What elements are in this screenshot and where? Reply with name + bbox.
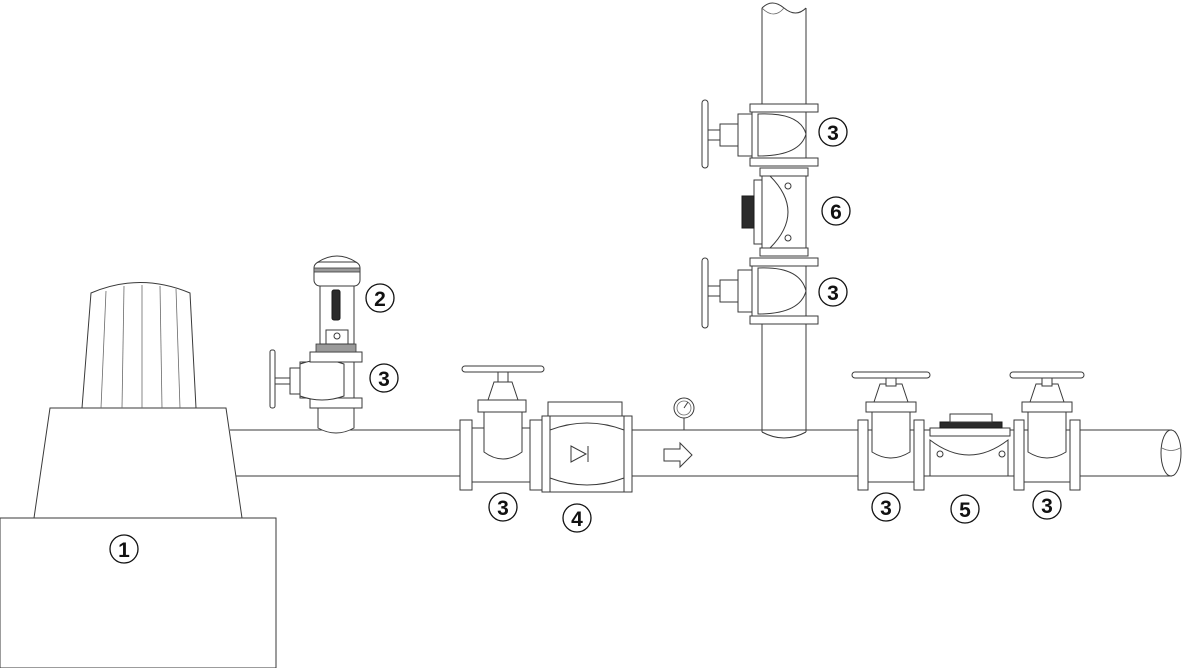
callout-3-riser-bottom: 3 xyxy=(818,277,848,307)
pump-unit xyxy=(0,282,277,668)
callout-3-right-2-label: 3 xyxy=(1041,495,1053,518)
callout-3-riser-bottom-label: 3 xyxy=(827,282,839,305)
callout-2: 2 xyxy=(365,283,395,313)
callout-3-main-left: 3 xyxy=(488,492,518,522)
callout-3-riser-top-label: 3 xyxy=(827,122,839,145)
callout-3-right-1-label: 3 xyxy=(880,497,892,520)
meter-assembly xyxy=(923,413,1015,477)
gate-valve-right-1 xyxy=(851,371,931,491)
flow-direction-arrow-icon xyxy=(663,441,693,469)
callout-3-right-1: 3 xyxy=(871,492,901,522)
gate-valve-right-2 xyxy=(1009,371,1085,491)
callout-3-right-2: 3 xyxy=(1032,490,1062,520)
gate-valve-main-left xyxy=(459,365,545,491)
callout-3-riser-top: 3 xyxy=(818,117,848,147)
gate-valve-riser-bottom xyxy=(701,257,819,329)
callout-1: 1 xyxy=(109,534,139,564)
side-branch xyxy=(269,255,363,434)
callout-5-label: 5 xyxy=(959,499,971,522)
callout-3-side-label: 3 xyxy=(378,368,390,391)
pressure-gauge-icon xyxy=(673,397,695,430)
callout-6-label: 6 xyxy=(830,201,842,224)
callout-6: 6 xyxy=(821,196,851,226)
check-valve xyxy=(541,401,633,493)
riser-flow-meter xyxy=(741,167,809,257)
callout-3-side: 3 xyxy=(369,363,399,393)
callout-2-label: 2 xyxy=(374,288,386,311)
callout-4-label: 4 xyxy=(571,508,583,531)
callout-4: 4 xyxy=(562,503,592,533)
check-valve-triangle-icon xyxy=(570,445,588,463)
riser-pipe xyxy=(761,2,807,439)
callout-1-label: 1 xyxy=(118,539,130,562)
callout-5: 5 xyxy=(950,494,980,524)
gate-valve-riser-top xyxy=(701,99,819,169)
callout-3-main-left-label: 3 xyxy=(497,497,509,520)
